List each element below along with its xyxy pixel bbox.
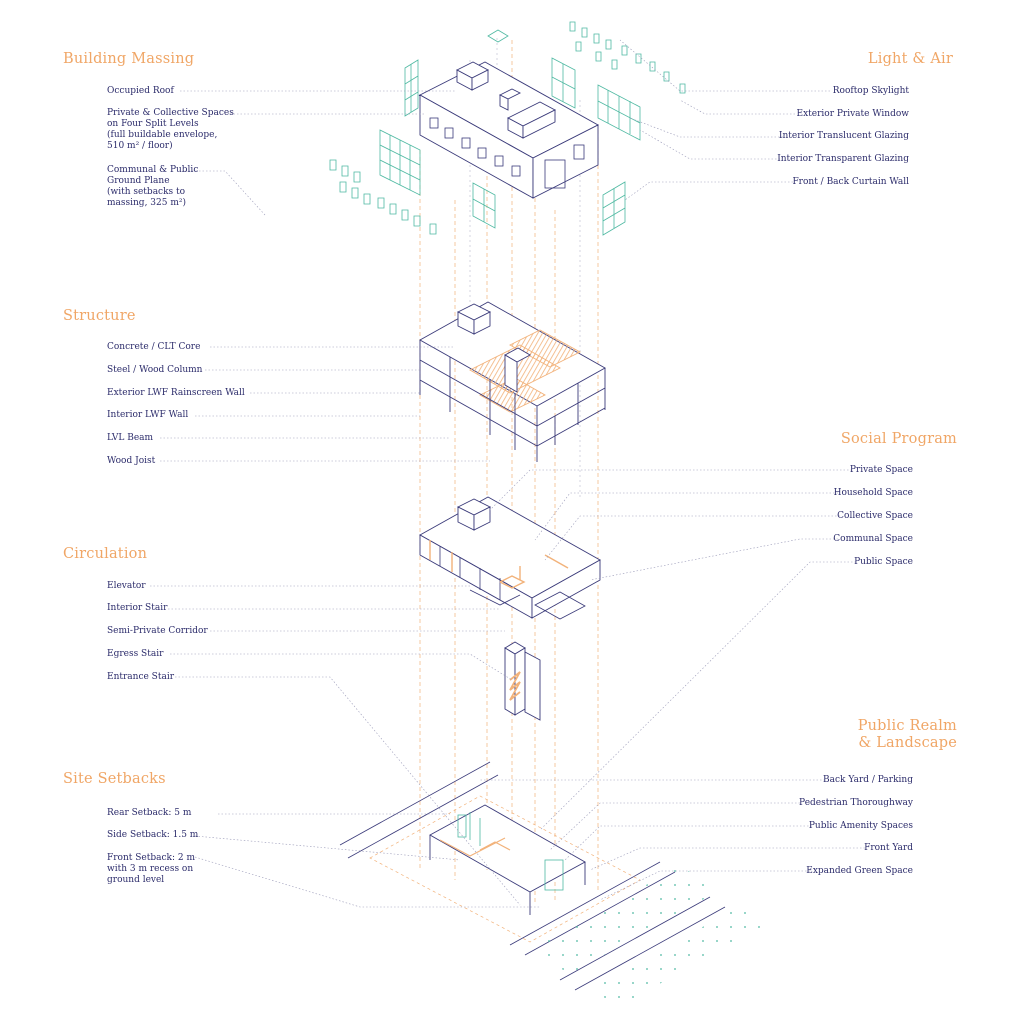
- heading-public-realm-line2: & Landscape: [858, 735, 957, 751]
- heading-site-setbacks: Site Setbacks: [63, 771, 166, 787]
- label-line: (with setbacks to: [107, 187, 186, 197]
- label-concrete-clt-core: Concrete / CLT Core: [107, 342, 201, 352]
- label-line: ground level: [107, 875, 165, 885]
- glazing-panels: [329, 21, 686, 236]
- label-exterior-lwf-wall: Exterior LWF Rainscreen Wall: [107, 388, 245, 398]
- label-lvl-beam: LVL Beam: [107, 433, 154, 443]
- label-front-back-curtain-wall: Front / Back Curtain Wall: [792, 177, 909, 187]
- label-semi-private-corridor: Semi-Private Corridor: [107, 626, 208, 636]
- label-front-setback: Front Setback: 2 m with 3 m recess on gr…: [107, 853, 195, 886]
- label-side-setback: Side Setback: 1.5 m: [107, 830, 199, 840]
- label-rooftop-skylight: Rooftop Skylight: [832, 86, 909, 96]
- heading-circulation: Circulation: [63, 546, 148, 562]
- label-public-amenity-spaces: Public Amenity Spaces: [808, 821, 913, 831]
- heading-public-realm: Public Realm & Landscape: [858, 718, 957, 752]
- label-elevator: Elevator: [107, 581, 146, 591]
- label-exterior-private-window: Exterior Private Window: [796, 109, 910, 119]
- label-line: massing, 325 m²): [107, 198, 186, 208]
- label-expanded-green-space: Expanded Green Space: [806, 866, 913, 876]
- heading-light-and-air: Light & Air: [867, 51, 953, 67]
- label-line: Ground Plane: [107, 176, 170, 186]
- heading-building-massing: Building Massing: [63, 51, 195, 67]
- massing-block: [418, 61, 599, 199]
- label-rear-setback: Rear Setback: 5 m: [107, 808, 192, 818]
- heading-structure: Structure: [63, 308, 136, 324]
- label-steel-wood-column: Steel / Wood Column: [107, 365, 203, 375]
- leader-lines: [150, 39, 865, 908]
- site-plan: [339, 761, 770, 1006]
- label-entrance-stair: Entrance Stair: [107, 672, 175, 682]
- label-occupied-roof: Occupied Roof: [107, 86, 174, 96]
- label-line: with 3 m recess on: [107, 864, 194, 874]
- label-line: 510 m² / floor): [107, 141, 173, 151]
- label-private-space: Private Space: [849, 465, 913, 475]
- label-line: Front Setback: 2 m: [107, 853, 195, 863]
- label-interior-stair: Interior Stair: [107, 603, 168, 613]
- label-egress-stair: Egress Stair: [107, 649, 164, 659]
- heading-public-realm-line1: Public Realm: [857, 718, 957, 734]
- label-public-space: Public Space: [854, 557, 913, 567]
- label-communal-public-ground: Communal & Public Ground Plane (with set…: [107, 165, 198, 209]
- structure-frame: [419, 301, 606, 462]
- label-wood-joist: Wood Joist: [107, 456, 156, 466]
- label-household-space: Household Space: [833, 488, 913, 498]
- program-block: [419, 496, 601, 620]
- label-interior-transparent-glazing: Interior Transparent Glazing: [777, 154, 909, 164]
- label-collective-space: Collective Space: [837, 511, 913, 521]
- label-pedestrian-thoroughway: Pedestrian Thoroughway: [799, 798, 913, 808]
- egress-stair-tower: [504, 641, 541, 721]
- label-line: on Four Split Levels: [107, 119, 199, 129]
- label-line: (full buildable envelope,: [107, 130, 218, 140]
- label-interior-translucent-glazing: Interior Translucent Glazing: [778, 131, 909, 141]
- label-communal-space: Communal Space: [833, 534, 913, 544]
- label-line: Private & Collective Spaces: [107, 108, 234, 118]
- label-private-collective-spaces: Private & Collective Spaces on Four Spli…: [107, 108, 234, 152]
- heading-social-program: Social Program: [840, 431, 957, 447]
- label-front-yard: Front Yard: [864, 843, 913, 853]
- label-back-yard-parking: Back Yard / Parking: [823, 775, 913, 785]
- label-line: Communal & Public: [107, 165, 199, 175]
- label-interior-lwf-wall: Interior LWF Wall: [107, 410, 189, 420]
